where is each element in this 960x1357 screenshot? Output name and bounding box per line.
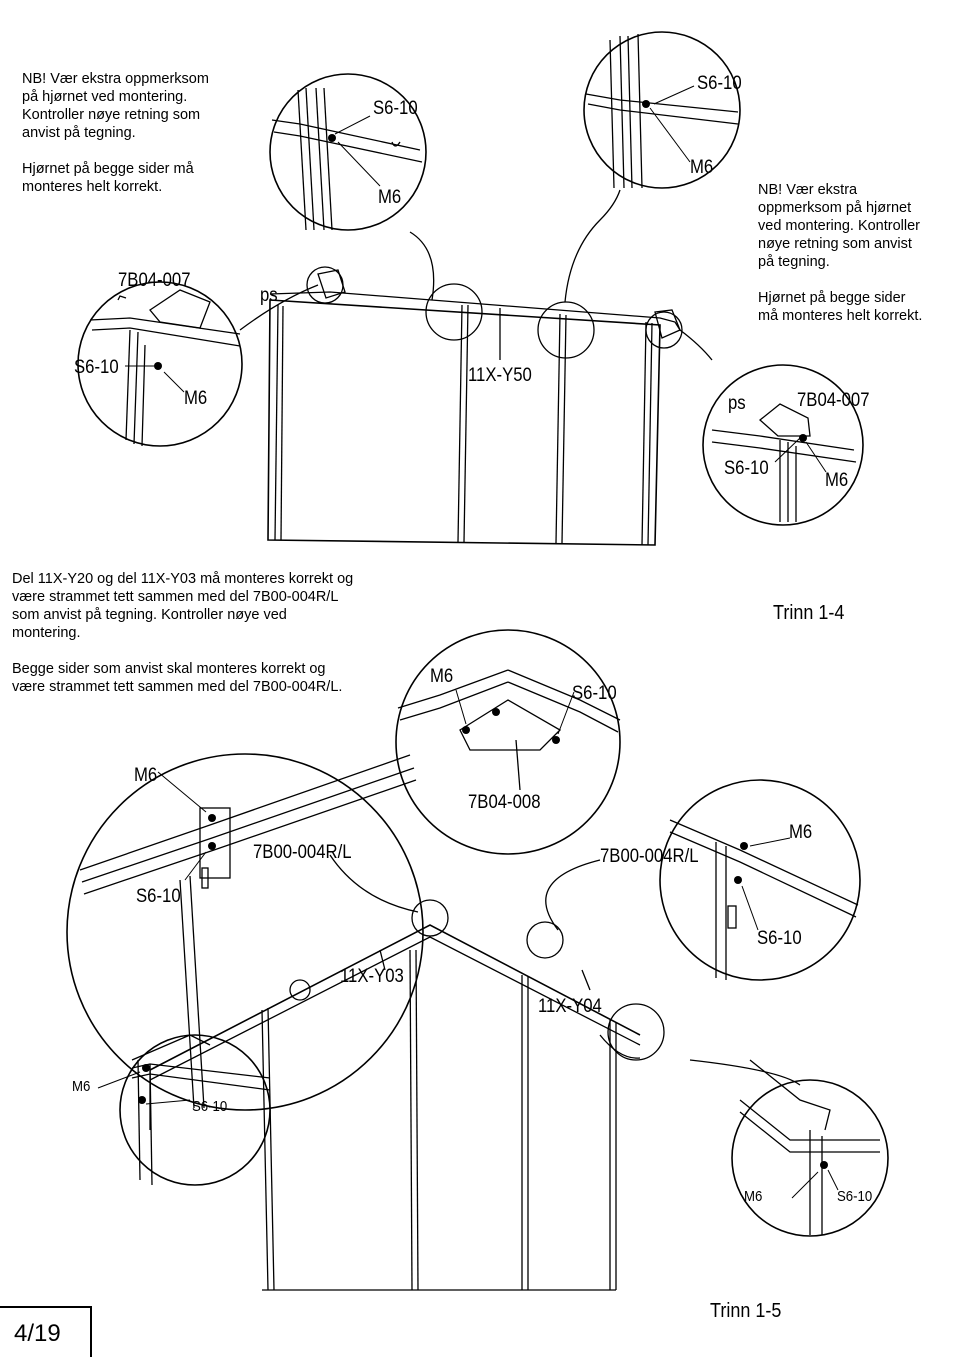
label-s6-10-right: S6-10 (724, 458, 769, 479)
label-s6-10-bottom-right: S6-10 (757, 928, 802, 949)
detail-circle-top-left (77, 281, 243, 447)
detail-circle-bottom-left (66, 753, 424, 1111)
label-m6-bottom-left: M6 (134, 765, 158, 786)
step-label-1-5: Trinn 1-5 (710, 1300, 782, 1322)
label-s6-10-top-center: S6-10 (373, 98, 418, 119)
page-number: 4/19 (14, 1320, 61, 1347)
label-7b00-004-left: 7B00-004R/L (253, 842, 352, 863)
label-7b00-004-right: 7B00-004R/L (600, 846, 699, 867)
label-11x-y03: 11X-Y03 (340, 966, 404, 987)
label-ps-left: ps (260, 285, 278, 306)
label-m6-top-right: M6 (690, 157, 714, 178)
label-s6-10-lower-right: S6-10 (837, 1188, 873, 1205)
label-ps-right: ps (728, 393, 746, 414)
label-7b04-007-left: 7B04-007 (118, 270, 191, 291)
label-11x-y04: 11X-Y04 (538, 996, 602, 1017)
label-m6-lower-left: M6 (72, 1078, 91, 1095)
detail-circle-right (702, 364, 864, 526)
label-s6-10-left: S6-10 (74, 357, 119, 378)
label-m6-bottom-right: M6 (789, 822, 813, 843)
label-m6-left: M6 (184, 388, 208, 409)
note-top-right: NB! Vær ekstra oppmerksom på hjørnet ved… (758, 182, 923, 324)
label-m6-top-center: M6 (378, 187, 402, 208)
detail-circle-bottom-center (395, 629, 621, 855)
label-7b04-008: 7B04-008 (468, 792, 541, 813)
page-number-box: 4/19 (0, 1306, 92, 1357)
label-m6-lower-right: M6 (744, 1188, 763, 1205)
detail-circle-top-right (583, 31, 741, 189)
detail-circle-bottom-right (659, 779, 861, 981)
note-top-left: NB! Vær ekstra oppmerksom på hjørnet ved… (22, 71, 209, 195)
top-panel-frame (267, 269, 681, 546)
label-s6-10-bottom-center: S6-10 (572, 683, 617, 704)
label-s6-10-bottom-left: S6-10 (136, 886, 181, 907)
detail-circle-lower-right (731, 1059, 889, 1237)
step-label-1-4: Trinn 1-4 (773, 602, 845, 624)
label-7b04-007-right: 7B04-007 (797, 390, 870, 411)
label-11x-y50: 11X-Y50 (468, 365, 532, 386)
label-m6-right: M6 (825, 470, 849, 491)
note-middle: Del 11X-Y20 og del 11X-Y03 må monteres k… (12, 571, 354, 695)
gable-frame (149, 924, 641, 1291)
detail-circle-lower-left (119, 1034, 271, 1186)
label-s6-10-top-right: S6-10 (697, 73, 742, 94)
detail-circle-top-center (269, 73, 427, 231)
label-m6-bottom-center: M6 (430, 666, 454, 687)
label-s6-10-lower-left: S6-10 (192, 1098, 228, 1115)
